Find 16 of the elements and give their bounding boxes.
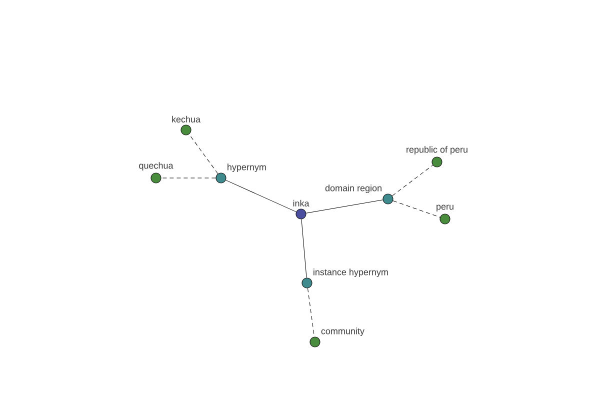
connector-line	[301, 219, 307, 278]
connector-line	[392, 200, 440, 218]
connector-line	[226, 180, 296, 212]
node-label: quechua	[139, 162, 174, 170]
node-label: republic of peru	[406, 146, 468, 154]
node-label: peru	[436, 204, 454, 212]
connector-line	[306, 200, 384, 214]
node-label: kechua	[172, 116, 200, 122]
connector-line	[188, 134, 218, 174]
connector-line	[307, 288, 315, 337]
node-label: community	[321, 328, 364, 336]
connector-line	[392, 164, 434, 196]
node-label: hypernym	[228, 164, 266, 172]
node-label: instance hypernym	[314, 268, 388, 278]
node-label: inka	[293, 200, 310, 206]
node-label: domain region	[325, 184, 382, 194]
